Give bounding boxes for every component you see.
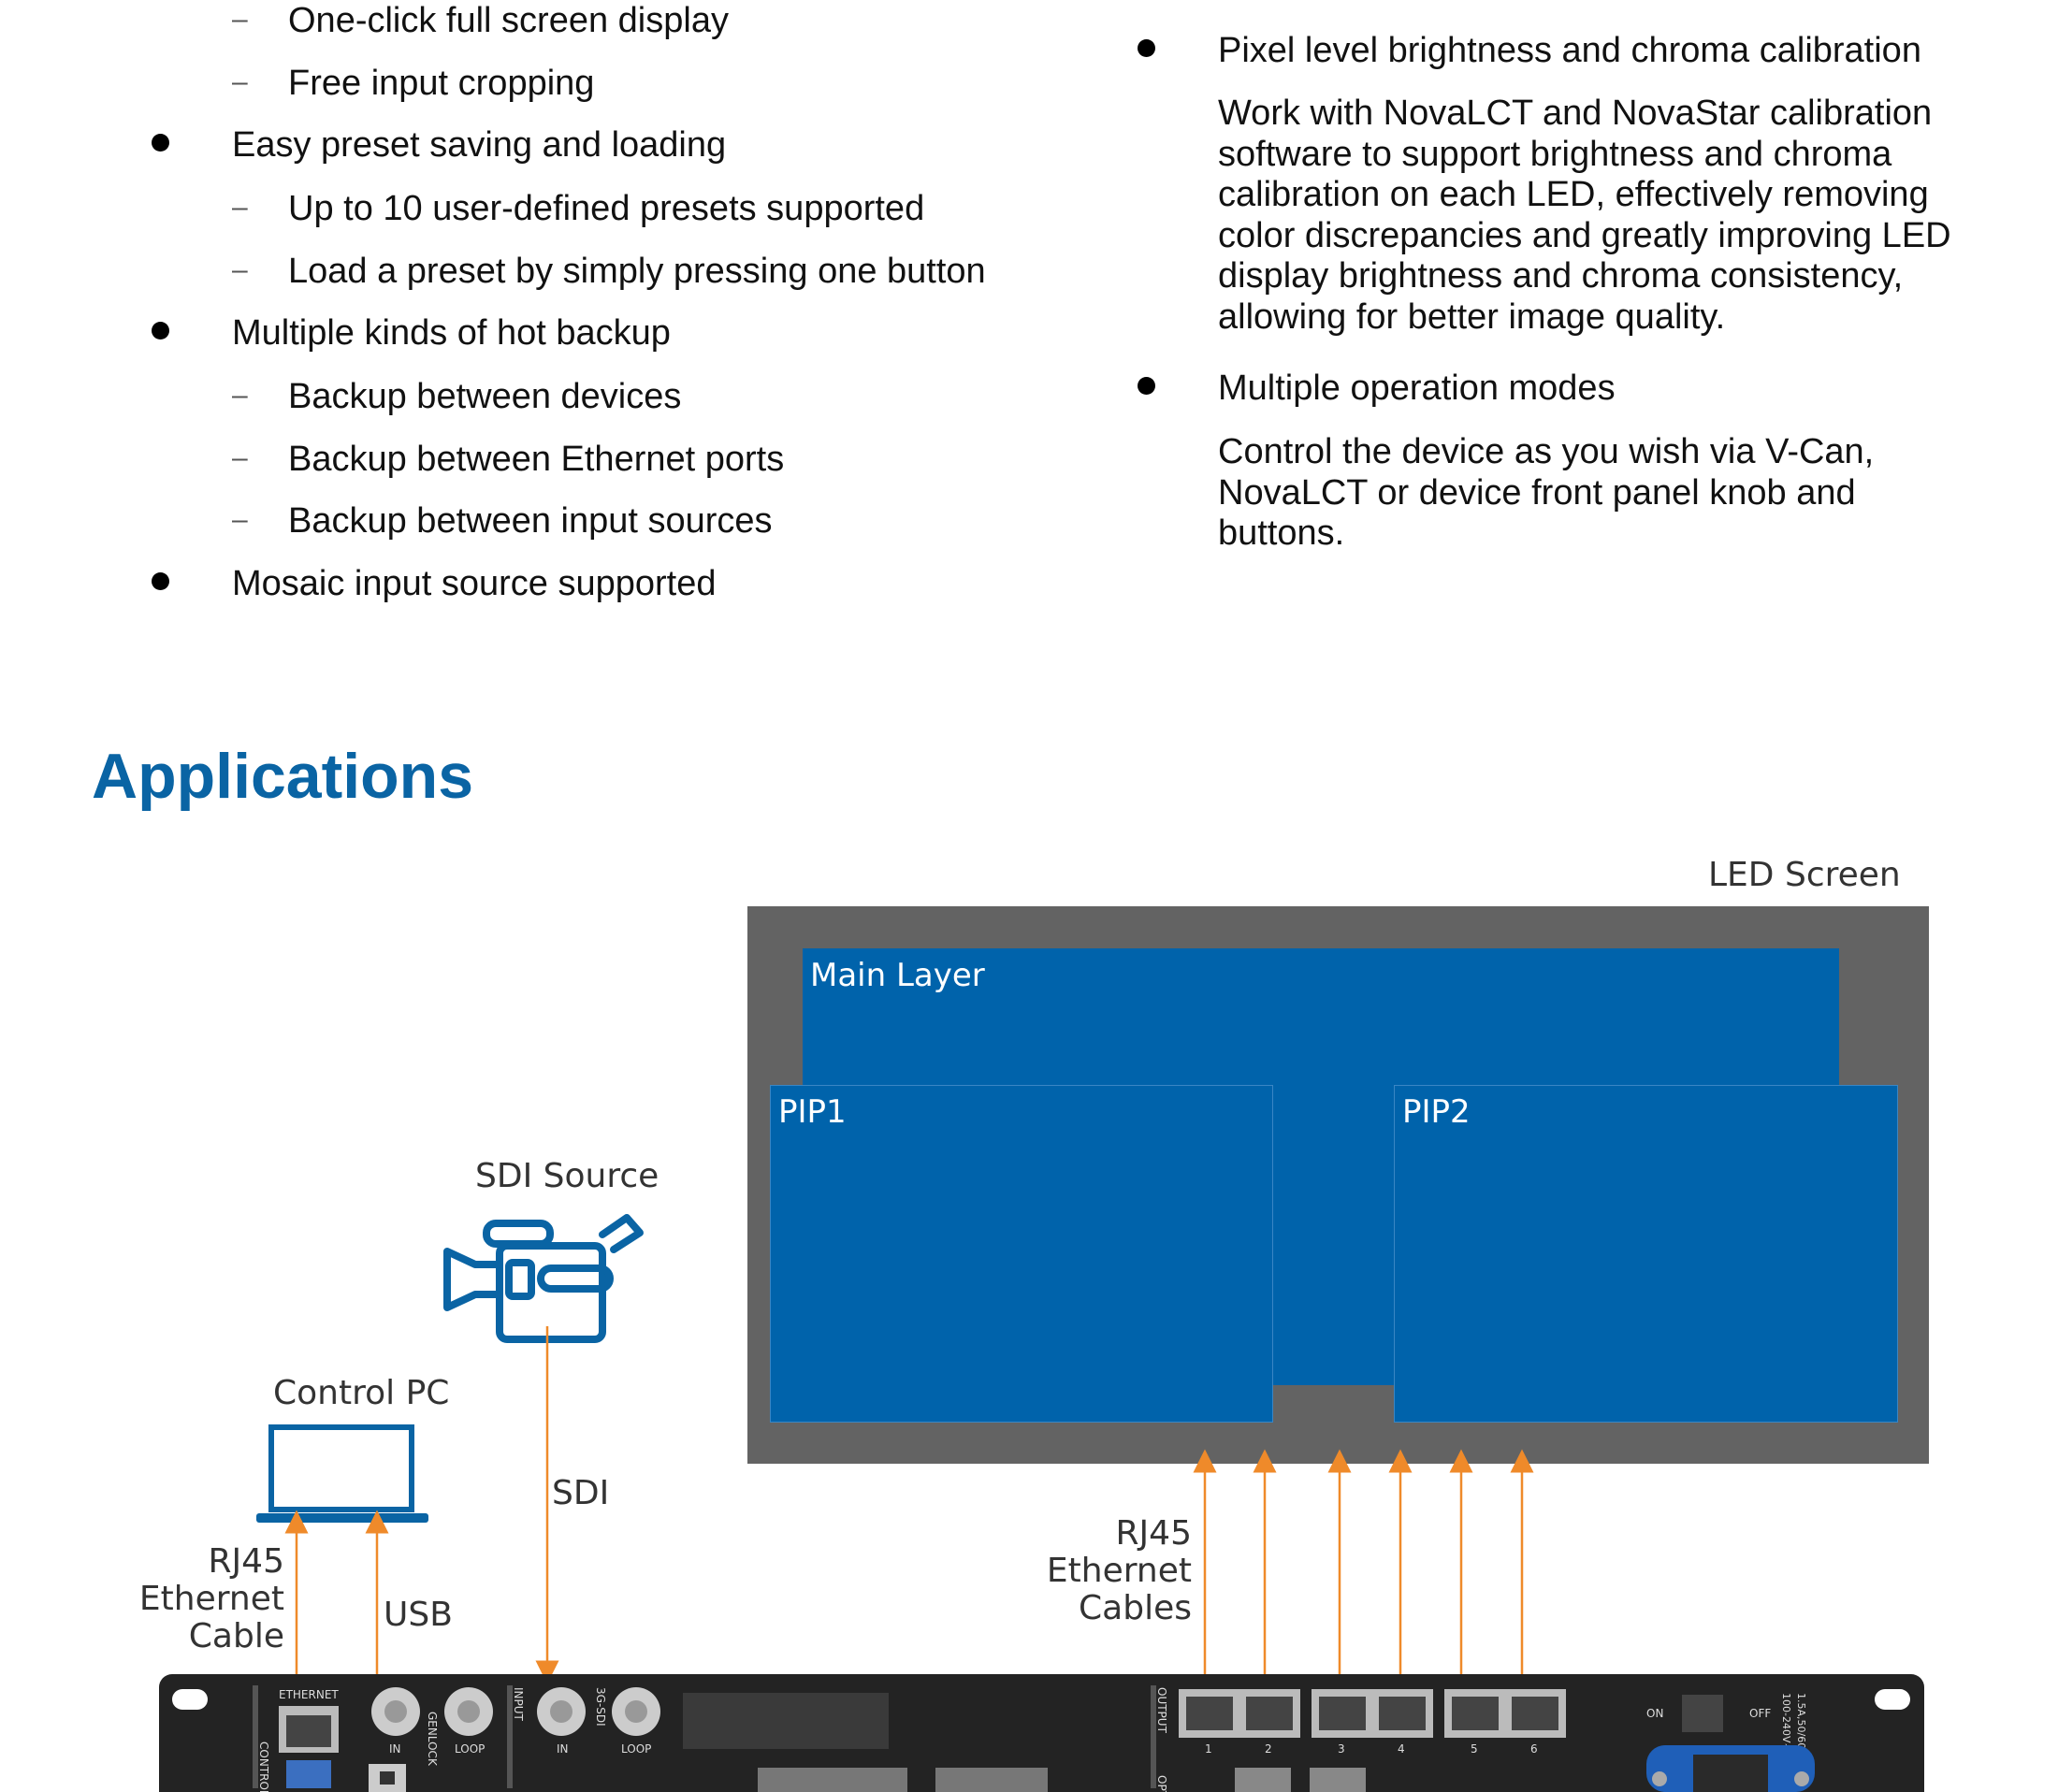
description-line: allowing for better image quality. [1218, 296, 1726, 337]
pip1-label: PIP1 [778, 1093, 847, 1131]
sdi-in-text: IN [557, 1742, 569, 1756]
pip1-window [770, 1085, 1273, 1423]
bullet-marker [1138, 377, 1155, 395]
feature-sub-item: Free input cropping [288, 64, 595, 103]
port-number: 2 [1265, 1742, 1272, 1756]
feature-sub-item: Backup between devices [288, 377, 682, 416]
description-line: NovaLCT or device front panel knob and [1218, 472, 1856, 513]
device-panel-ports: CONTROL ETHERNET GENLOCK IN LOOP INPUT 3… [253, 1685, 1815, 1792]
feature-title: Pixel level brightness and chroma calibr… [1218, 31, 1921, 70]
bullet-marker [152, 322, 169, 340]
dash-marker: – [232, 380, 248, 411]
dash-marker: – [232, 442, 248, 473]
description-line: color discrepancies and greatly improvin… [1218, 215, 1951, 255]
description-line: Work with NovaLCT and NovaStar calibrati… [1218, 94, 1933, 133]
control-pc-label: Control PC [273, 1374, 450, 1412]
description-line: Control the device as you wish via V-Can… [1218, 432, 1875, 471]
bullet-marker [1138, 39, 1155, 57]
description-line: buttons. [1218, 513, 1345, 553]
sdi-source-label: SDI Source [475, 1157, 659, 1195]
port-number: 6 [1530, 1742, 1538, 1756]
description-line: software to support brightness and chrom… [1218, 134, 1892, 174]
input-text: INPUT [512, 1687, 525, 1722]
main-layer-label: Main Layer [810, 957, 985, 994]
bullet-marker [152, 572, 169, 590]
pip2-window [1394, 1085, 1898, 1423]
dash-marker: – [232, 192, 248, 223]
description-line: display brightness and chroma consistenc… [1218, 256, 1904, 296]
feature-item: Mosaic input source supported [232, 564, 717, 603]
power-rating-text: 1.5A,50/60Hz [1795, 1693, 1807, 1762]
dash-marker: – [232, 66, 248, 97]
description-line: calibration on each LED, effectively rem… [1218, 175, 1929, 214]
pip2-label: PIP2 [1402, 1093, 1471, 1131]
control-text: CONTROL [257, 1741, 270, 1792]
port-number: 4 [1398, 1742, 1405, 1756]
rj45-cables-line: RJ45 [1115, 1514, 1192, 1553]
rj45-cable-line: RJ45 [208, 1542, 284, 1581]
feature-item: Multiple kinds of hot backup [232, 313, 671, 353]
power-on-text: ON [1646, 1707, 1663, 1720]
output-text: OUTPUT [1155, 1687, 1168, 1734]
section-heading: Applications [92, 741, 474, 812]
dash-marker: – [232, 4, 248, 35]
genlock-text: GENLOCK [426, 1712, 439, 1767]
port-number: 3 [1338, 1742, 1345, 1756]
bullet-marker [152, 134, 169, 152]
feature-sub-item: One-click full screen display [288, 1, 729, 40]
genlock-in-text: IN [389, 1742, 401, 1756]
rj45-cables-line: Cables [1079, 1589, 1192, 1627]
sdi-port-text: 3G-SDI [594, 1687, 607, 1727]
feature-sub-item: Backup between input sources [288, 501, 773, 541]
dash-marker: – [232, 504, 248, 535]
port-number: 1 [1205, 1742, 1212, 1756]
feature-item: Easy preset saving and loading [232, 125, 727, 165]
rj45-cable-line: Ethernet [138, 1580, 284, 1618]
feature-description: Work with NovaLCT and NovaStar calibrati… [1218, 94, 2022, 338]
power-off-text: OFF [1749, 1707, 1771, 1720]
port-number: 5 [1471, 1742, 1478, 1756]
opt-text: OPT [1155, 1775, 1168, 1792]
feature-title: Multiple operation modes [1218, 369, 1616, 408]
usb-connection-label: USB [384, 1596, 453, 1634]
sdi-loop-text: LOOP [621, 1742, 651, 1756]
ethernet-text: ETHERNET [279, 1688, 339, 1701]
mounting-hole [1875, 1689, 1910, 1710]
genlock-loop-text: LOOP [455, 1742, 485, 1756]
video-camera-icon [443, 1214, 644, 1343]
rj45-cable-label: RJ45 Ethernet Cable [112, 1543, 284, 1655]
led-screen-label: LED Screen [1708, 856, 1901, 894]
rj45-cables-label: RJ45 Ethernet Cables [1010, 1515, 1192, 1627]
device-panel: CONTROL ETHERNET GENLOCK IN LOOP INPUT 3… [159, 1674, 1924, 1792]
feature-sub-item: Backup between Ethernet ports [288, 440, 785, 479]
feature-sub-item: Up to 10 user-defined presets supported [288, 189, 925, 228]
rj45-cable-line: Cable [188, 1617, 284, 1655]
mounting-hole [172, 1689, 208, 1710]
feature-description: Control the device as you wish via V-Can… [1218, 432, 2022, 555]
power-voltage-text: 100-240V~ [1780, 1693, 1792, 1752]
sdi-connection-label: SDI [552, 1474, 610, 1512]
feature-sub-item: Load a preset by simply pressing one but… [288, 252, 986, 291]
dash-marker: – [232, 254, 248, 285]
rj45-cables-line: Ethernet [1046, 1552, 1192, 1590]
